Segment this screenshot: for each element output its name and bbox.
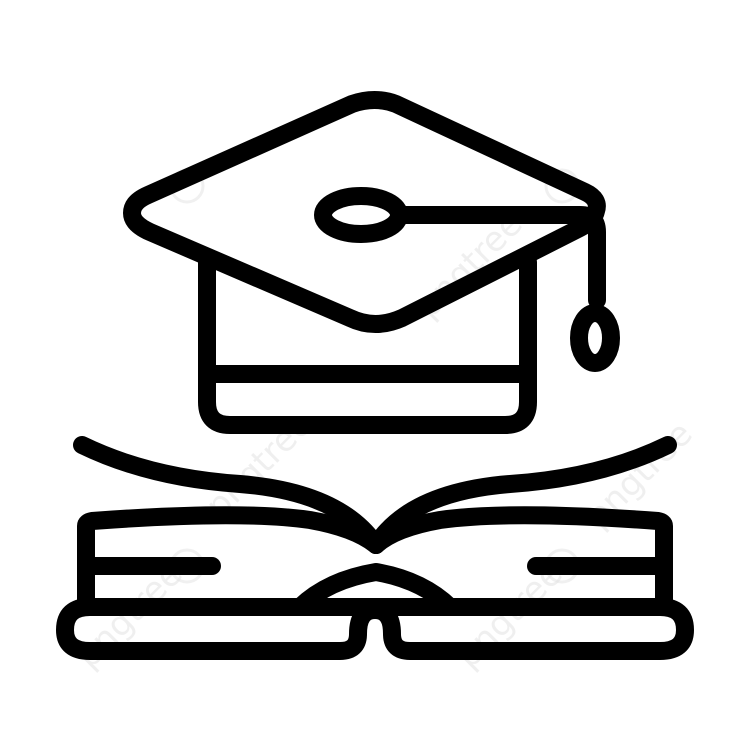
tassel-cord [390,206,606,309]
cap-base [198,253,537,434]
graduation-cap-icon [123,91,620,434]
open-book-icon [56,436,694,660]
cap-button [314,187,408,243]
book-right-page-arc [367,436,677,554]
book-inner-curve [81,563,669,616]
mortarboard [123,91,606,333]
book-left-pages [77,506,385,616]
book-left-page-arc [73,436,385,554]
tassel-end [570,304,620,372]
book-right-pages [367,506,673,616]
book-cover [56,598,694,660]
